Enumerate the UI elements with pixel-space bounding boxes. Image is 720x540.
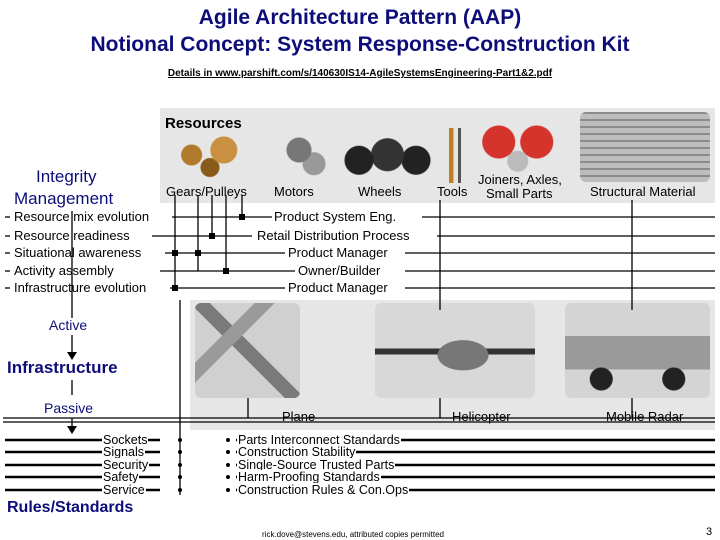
infrastructure-heading: Infrastructure <box>7 358 118 378</box>
integrity-heading-line-1: Integrity <box>36 167 96 187</box>
rule-item-signals: Signals <box>102 445 145 459</box>
passive-label: Passive <box>44 400 93 416</box>
role-retail-distribution-process: Retail Distribution Process <box>257 228 409 243</box>
resource-label-structural-material: Structural Material <box>590 184 695 199</box>
resource-label-motors: Motors <box>274 184 314 199</box>
resource-label-gears-pulleys: Gears/Pulleys <box>166 184 247 199</box>
activity-resource-mix-evolution: Resource mix evolution <box>14 209 149 224</box>
product-label-mobile-radar: Mobile Radar <box>606 409 683 424</box>
role-product-manager-1: Product Manager <box>288 245 388 260</box>
product-label-plane: Plane <box>282 409 315 424</box>
integrity-heading-line-2: Management <box>14 189 113 209</box>
role-product-system-eng: Product System Eng. <box>274 209 396 224</box>
activity-infrastructure-evolution: Infrastructure evolution <box>14 280 146 295</box>
resources-heading: Resources <box>165 115 242 132</box>
rule-desc-construction-rules: Construction Rules & Con.Ops <box>237 483 409 497</box>
active-label: Active <box>49 317 87 333</box>
activity-situational-awareness: Situational awareness <box>14 245 141 260</box>
rule-desc-construction-stability: Construction Stability <box>237 445 356 459</box>
role-owner-builder: Owner/Builder <box>298 263 380 278</box>
activity-resource-readiness: Resource readiness <box>14 228 130 243</box>
resource-label-small-parts: Small Parts <box>486 186 552 201</box>
rule-item-safety: Safety <box>102 470 139 484</box>
page-number: 3 <box>706 526 712 538</box>
activity-activity-assembly: Activity assembly <box>14 263 114 278</box>
resource-label-tools: Tools <box>437 184 467 199</box>
resource-label-wheels: Wheels <box>358 184 401 199</box>
rule-item-service: Service <box>102 483 146 497</box>
footer-credit: rick.dove@stevens.edu, attributed copies… <box>262 530 444 539</box>
role-product-manager-2: Product Manager <box>288 280 388 295</box>
rules-standards-heading: Rules/Standards <box>7 499 133 517</box>
product-label-helicopter: Helicopter <box>452 409 511 424</box>
rule-desc-harm-proofing: Harm-Proofing Standards <box>237 470 381 484</box>
resource-label-joiners-axles: Joiners, Axles, <box>478 172 562 187</box>
